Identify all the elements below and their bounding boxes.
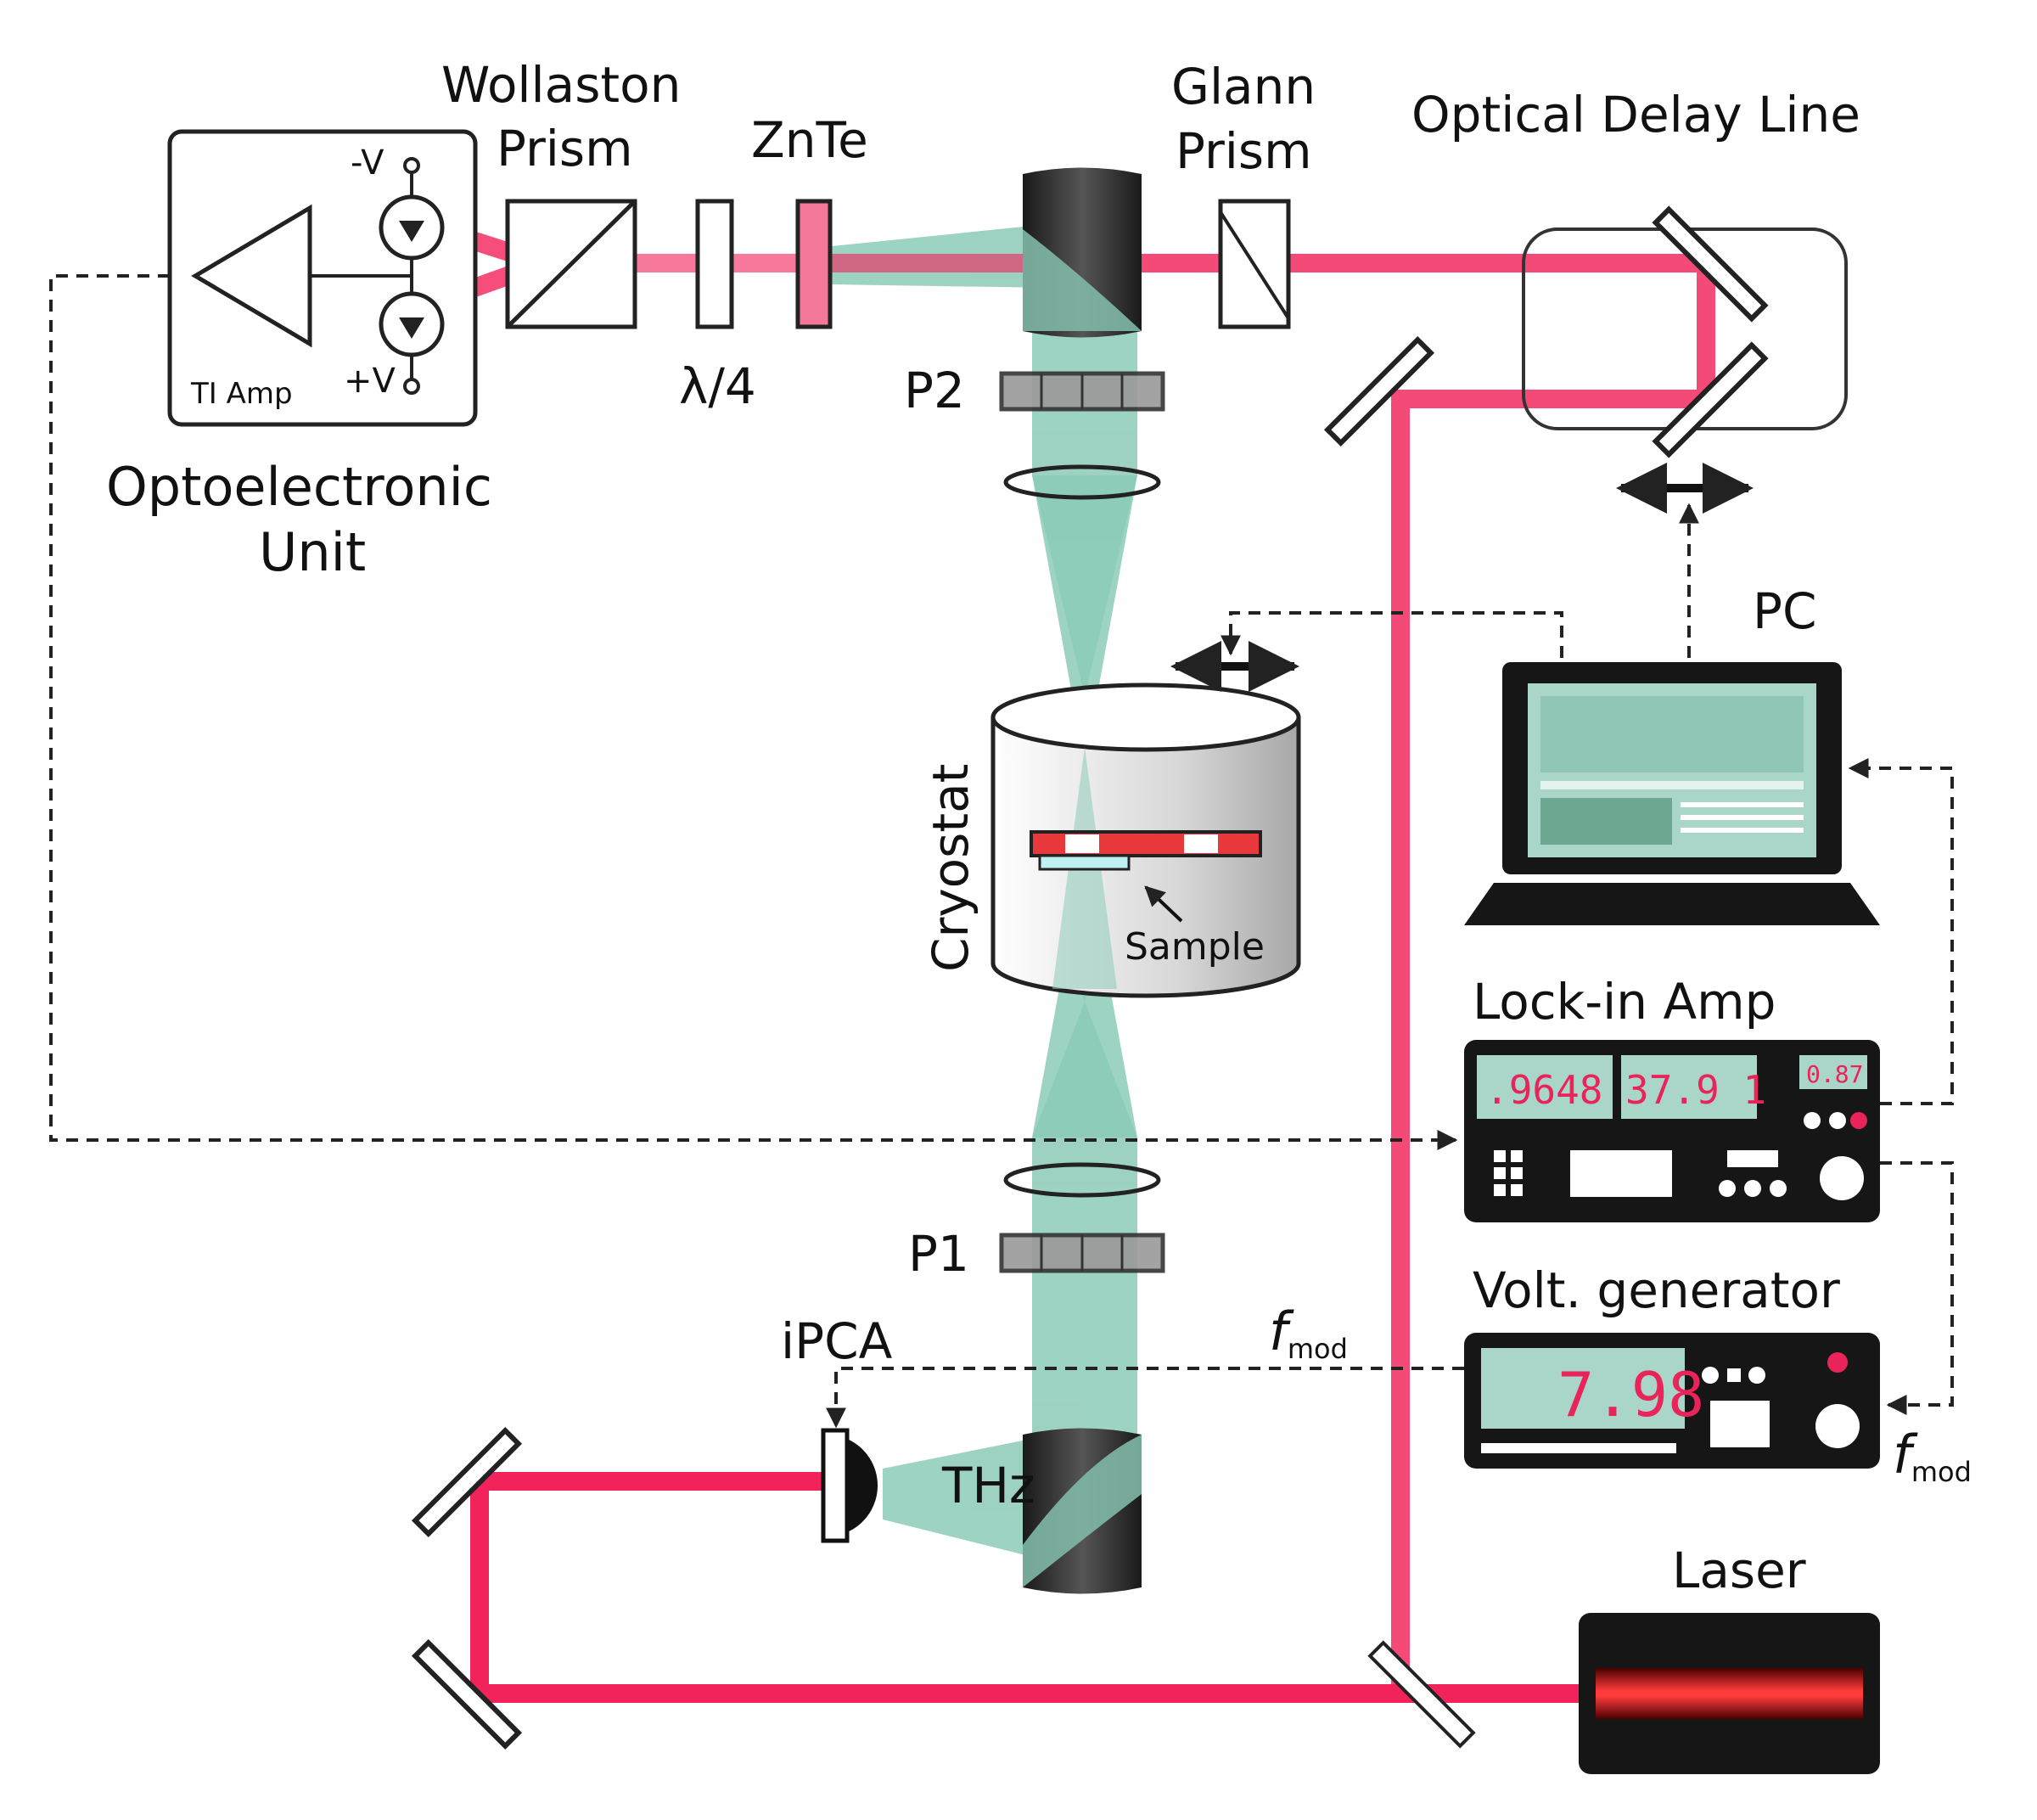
znte-label: ZnTe — [751, 111, 868, 169]
parabolic-mirror-bottom — [1023, 1428, 1142, 1594]
sample-label: Sample — [1125, 925, 1265, 969]
thz-focus-upper — [1032, 475, 1137, 764]
polarizer-p2 — [999, 371, 1165, 412]
mirror-bottom-left — [411, 1638, 523, 1750]
optoelectronic-label-1: Optoelectronic — [106, 456, 492, 518]
glann-label-1: Glann — [1171, 58, 1316, 115]
mirror-delay-entry — [1323, 335, 1435, 447]
laser-source — [1579, 1613, 1880, 1774]
optoelectronic-label-2: Unit — [259, 521, 366, 583]
quarter-wave-plate — [695, 199, 734, 329]
signal-connections — [49, 274, 1954, 1429]
plus-v-label: +V — [344, 362, 396, 401]
optical-delay-line — [1522, 205, 1848, 458]
lens-lower — [1003, 1162, 1161, 1198]
mirror-mid-left — [411, 1426, 523, 1538]
lens-upper — [1003, 464, 1161, 500]
lockin-display-3: 0.87 — [1806, 1060, 1863, 1088]
lockin-amplifier — [1464, 1040, 1880, 1222]
beam-splitter — [1367, 1640, 1476, 1749]
parabolic-mirror-top — [1023, 167, 1142, 338]
voltgen-lcd — [1481, 1348, 1685, 1429]
pc-label: PC — [1753, 582, 1816, 640]
thz-label: THz — [941, 1457, 1035, 1514]
sample-pointer-arrow — [1144, 885, 1183, 923]
p1-label: P1 — [908, 1225, 969, 1283]
wollaston-label-2: Prism — [497, 120, 633, 177]
lockin-lcd-1 — [1477, 1055, 1613, 1119]
minus-v-label: -V — [351, 143, 384, 183]
sample-holder — [1030, 830, 1262, 871]
lockin-display-2: 37.9 1 — [1625, 1067, 1766, 1113]
voltgen-display: 7.98 — [1557, 1359, 1704, 1430]
ti-amp-label: TI Amp — [190, 377, 293, 411]
wollaston-prism — [505, 199, 637, 329]
glann-label-2: Prism — [1176, 122, 1312, 180]
znte-crystal — [795, 199, 833, 329]
ipca-emitter — [821, 1428, 878, 1543]
laser-label: Laser — [1672, 1542, 1806, 1599]
p2-label: P2 — [904, 362, 965, 419]
fmod-label-signal: fmod — [1269, 1300, 1348, 1365]
lockin-lcd-3 — [1799, 1055, 1867, 1089]
quarter-wave-label: λ/4 — [679, 357, 756, 415]
wollaston-label-1: Wollaston — [441, 56, 681, 114]
lockin-label: Lock-in Amp — [1473, 973, 1776, 1031]
polarizer-p1 — [999, 1233, 1165, 1273]
voltage-generator — [1464, 1333, 1880, 1469]
lockin-lcd-2 — [1621, 1055, 1757, 1119]
cryostat-label: Cryostat — [922, 764, 979, 972]
pc-laptop — [1464, 662, 1880, 925]
ipca-label: iPCA — [781, 1312, 893, 1370]
delay-line-label: Optical Delay Line — [1411, 86, 1860, 143]
optoelectronic-unit — [167, 129, 478, 427]
lockin-display-1: .9648 — [1485, 1067, 1602, 1113]
voltgen-label: Volt. generator — [1473, 1261, 1840, 1319]
glann-prism — [1218, 199, 1291, 329]
fmod-label-reference: fmod — [1893, 1424, 1972, 1488]
